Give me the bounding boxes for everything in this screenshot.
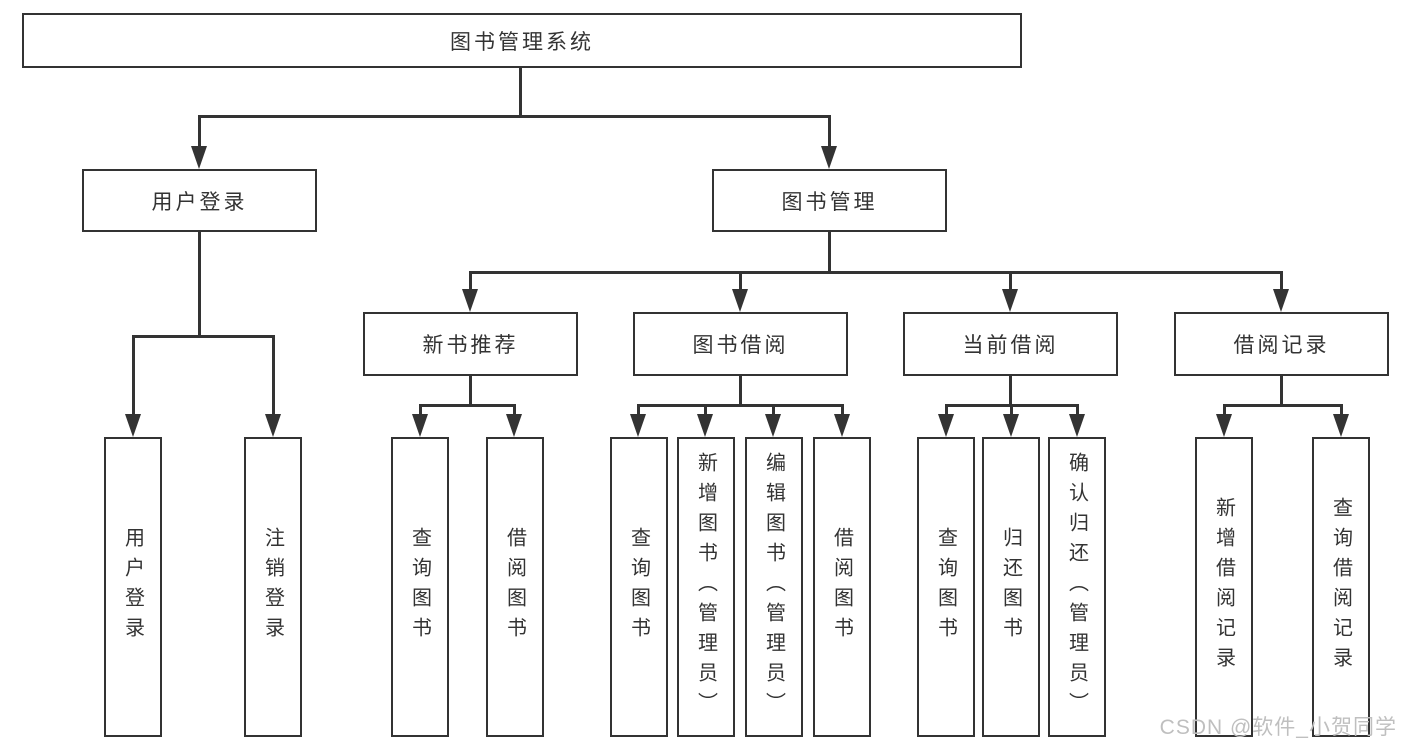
node-user-login: 用户登录	[82, 169, 317, 232]
connector-book-management-bar	[469, 271, 1283, 274]
arrow-down-query-books-3	[938, 414, 954, 437]
arrow-down-book-management	[821, 146, 837, 169]
connector-drop-leaf-user-login	[132, 335, 135, 416]
arrow-down-book-borrow	[732, 289, 748, 312]
node-new-book-recommend: 新书推荐	[363, 312, 578, 376]
connector-drop-new-book-recommend	[469, 271, 472, 292]
leaf-query-books-recommend: 查询图书	[391, 437, 449, 737]
arrow-down-borrow-books-2	[834, 414, 850, 437]
leaf-logout: 注销登录	[244, 437, 302, 737]
connector-user-login-stem	[198, 232, 201, 337]
leaf-return-books: 归还图书	[982, 437, 1040, 737]
connector-book-management-stem	[828, 232, 831, 274]
arrow-down-user-login	[191, 146, 207, 169]
connector-recommend-bar	[419, 404, 516, 407]
leaf-confirm-return-admin: 确认归还（管理员）	[1048, 437, 1106, 737]
node-book-borrow: 图书借阅	[633, 312, 848, 376]
arrow-down-return-books	[1003, 414, 1019, 437]
connector-drop-current-borrow	[1009, 271, 1012, 292]
leaf-user-login: 用户登录	[104, 437, 162, 737]
leaf-query-borrow-record: 查询借阅记录	[1312, 437, 1370, 737]
connector-drop-user-login	[198, 115, 201, 148]
connector-root-stem	[519, 68, 522, 118]
connector-drop-add-record	[1223, 404, 1226, 416]
connector-drop-query-record	[1340, 404, 1343, 416]
leaf-query-books-current: 查询图书	[917, 437, 975, 737]
arrow-down-add-books	[697, 414, 713, 437]
arrow-down-leaf-logout	[265, 414, 281, 437]
leaf-add-books-admin: 新增图书（管理员）	[677, 437, 735, 737]
arrow-down-borrow-records	[1273, 289, 1289, 312]
connector-records-stem	[1280, 376, 1283, 407]
arrow-down-edit-books	[765, 414, 781, 437]
connector-drop-borrow-records	[1280, 271, 1283, 292]
connector-current-stem	[1009, 376, 1012, 407]
csdn-watermark: CSDN @软件_小贺同学	[1159, 716, 1397, 739]
node-current-borrow: 当前借阅	[903, 312, 1118, 376]
connector-drop-add-books	[704, 404, 707, 416]
leaf-query-books-borrow: 查询图书	[610, 437, 668, 737]
leaf-borrow-books-recommend: 借阅图书	[486, 437, 544, 737]
connector-recommend-stem	[469, 376, 472, 407]
connector-drop-borrow-books-2	[841, 404, 844, 416]
arrow-down-add-record	[1216, 414, 1232, 437]
leaf-borrow-books: 借阅图书	[813, 437, 871, 737]
connector-drop-query-books-1	[419, 404, 422, 416]
arrow-down-confirm-return	[1069, 414, 1085, 437]
arrow-down-query-books-2	[630, 414, 646, 437]
connector-drop-edit-books	[772, 404, 775, 416]
arrow-down-borrow-books-1	[506, 414, 522, 437]
connector-drop-query-books-3	[945, 404, 948, 416]
connector-drop-query-books-2	[637, 404, 640, 416]
node-library-system: 图书管理系统	[22, 13, 1022, 68]
leaf-add-borrow-record: 新增借阅记录	[1195, 437, 1253, 737]
connector-root-bar	[198, 115, 831, 118]
connector-borrow-stem	[739, 376, 742, 407]
arrow-down-query-books-1	[412, 414, 428, 437]
arrow-down-leaf-user-login	[125, 414, 141, 437]
connector-drop-leaf-logout	[272, 335, 275, 416]
connector-user-login-bar	[132, 335, 275, 338]
connector-records-bar	[1223, 404, 1343, 407]
connector-drop-return-books	[1010, 404, 1013, 416]
leaf-edit-books-admin: 编辑图书（管理员）	[745, 437, 803, 737]
arrow-down-new-book-recommend	[462, 289, 478, 312]
node-borrow-records: 借阅记录	[1174, 312, 1389, 376]
arrow-down-current-borrow	[1002, 289, 1018, 312]
connector-drop-borrow-books-1	[513, 404, 516, 416]
connector-drop-confirm-return	[1076, 404, 1079, 416]
arrow-down-query-record	[1333, 414, 1349, 437]
node-book-management: 图书管理	[712, 169, 947, 232]
connector-borrow-bar	[637, 404, 844, 407]
connector-drop-book-management	[828, 115, 831, 148]
connector-drop-book-borrow	[739, 271, 742, 292]
